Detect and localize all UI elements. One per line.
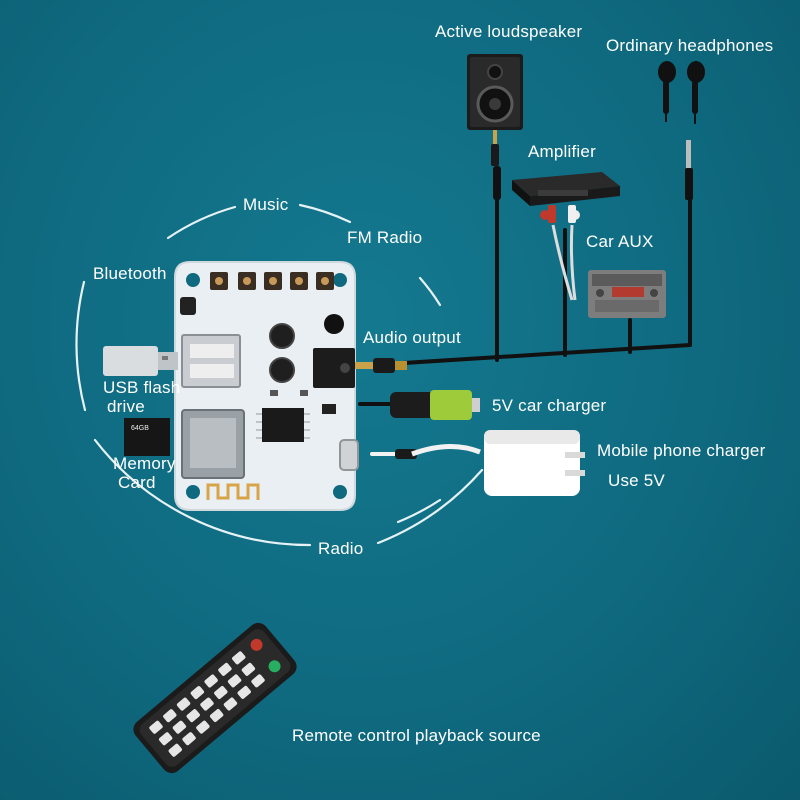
label-ordinary-headphones: Ordinary headphones: [606, 36, 774, 55]
label-memory-card-line2: Card: [118, 473, 156, 492]
label-audio-output: Audio output: [363, 328, 461, 347]
remote-control-icon: [133, 622, 297, 774]
amplifier-icon: [512, 172, 620, 223]
player-board: [174, 261, 359, 511]
label-usb-flash-line2: drive: [107, 397, 145, 416]
label-active-loudspeaker: Active loudspeaker: [435, 22, 583, 41]
label-mobile-phone-charger: Mobile phone charger: [597, 441, 766, 460]
sd-card-icon: 64GB: [124, 418, 170, 456]
sd-card-capacity: 64GB: [131, 425, 149, 432]
label-car-aux: Car AUX: [586, 232, 654, 251]
label-music: Music: [243, 195, 289, 214]
label-amplifier: Amplifier: [528, 142, 596, 161]
label-remote-control: Remote control playback source: [292, 726, 541, 745]
wall-charger-icon: [395, 430, 585, 496]
rca-cables: [551, 224, 577, 301]
car-radio-icon: [588, 270, 666, 318]
label-car-charger: 5V car charger: [492, 396, 607, 415]
label-memory-card-line1: Memory: [113, 454, 176, 473]
label-fm-radio: FM Radio: [347, 228, 423, 247]
label-use-5v: Use 5V: [608, 471, 665, 490]
label-usb-flash-line1: USB flash: [103, 378, 181, 397]
audio-plug-icon: [355, 358, 407, 373]
usb-drive-icon: [103, 346, 178, 376]
headphones-icon: [658, 61, 705, 200]
cables: [358, 198, 692, 406]
label-bluetooth: Bluetooth: [93, 264, 167, 283]
label-radio: Radio: [318, 539, 364, 558]
speaker-icon: [467, 54, 523, 200]
bluetooth-antenna-icon: [206, 483, 260, 500]
car-charger-icon: [390, 390, 480, 420]
mode-arcs: [75, 203, 484, 547]
